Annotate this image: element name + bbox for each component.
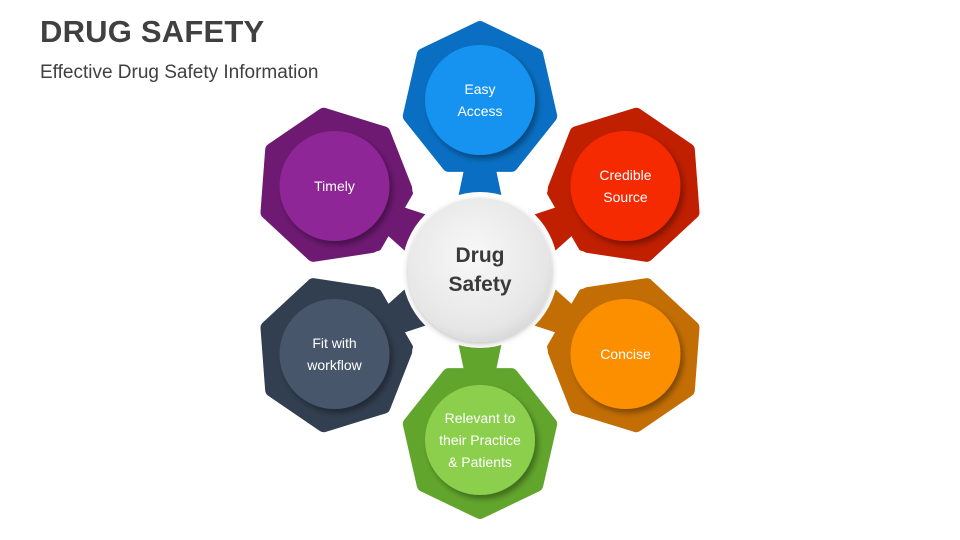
notch: [556, 250, 596, 290]
petal-concise: [529, 278, 700, 433]
petal-credible-source: [529, 107, 700, 262]
petal-label-line: & Patients: [448, 454, 512, 470]
petal-label-relevant: Relevant to their Practice & Patients: [425, 407, 535, 473]
notch: [412, 166, 452, 207]
petal-easy-access: [402, 21, 558, 198]
petal-label-line: Concise: [600, 346, 651, 362]
petal-label-fit-with-workflow: Fit with workflow: [280, 332, 390, 376]
petal-label-line: Access: [457, 103, 503, 119]
petal-relevant: [402, 342, 558, 519]
notch: [412, 333, 452, 374]
petal-inner-circle: [425, 45, 535, 155]
notch: [508, 333, 548, 374]
petal-label-line: Easy: [464, 81, 496, 97]
petal-label-line: Timely: [314, 178, 355, 194]
notch: [508, 166, 548, 207]
center-label-line1: Drug: [455, 244, 505, 267]
petal-inner-circle: [570, 299, 681, 409]
petal-label-line: their Practice: [439, 432, 521, 448]
petal-label-line: Fit with: [312, 335, 357, 351]
petal-inner-circle: [279, 299, 390, 409]
petal-timely: [260, 107, 431, 262]
petal-inner-circle: [570, 131, 681, 241]
center-label-line2: Safety: [448, 273, 512, 296]
page-title: DRUG SAFETY: [40, 14, 265, 49]
petal-label-line: workflow: [307, 357, 362, 373]
petal-label-timely: Timely: [280, 175, 390, 197]
center-disk: [408, 198, 552, 342]
page-subtitle: Effective Drug Safety Information: [40, 62, 319, 83]
center-label: Drug Safety: [405, 241, 555, 299]
petal-inner-circle: [279, 131, 390, 241]
petal-label-line: Credible: [599, 167, 652, 183]
petal-inner-circle: [425, 385, 535, 495]
petal-label-line: Source: [603, 189, 648, 205]
petal-label-line: Relevant to: [444, 410, 516, 426]
notch: [364, 250, 404, 290]
petal-fit-with-workflow: [260, 278, 431, 433]
petal-label-concise: Concise: [570, 343, 680, 365]
